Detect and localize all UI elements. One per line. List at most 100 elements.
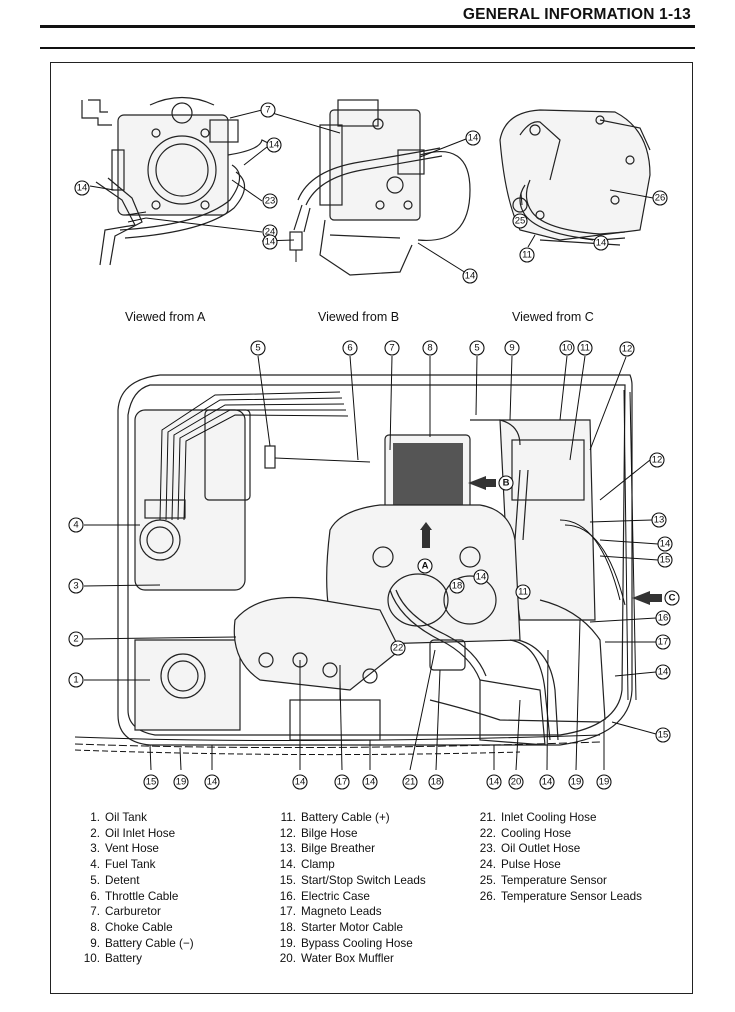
svg-text:11: 11 — [580, 343, 590, 354]
svg-text:9: 9 — [509, 343, 514, 354]
svg-text:5: 5 — [474, 343, 479, 354]
svg-text:14: 14 — [265, 237, 276, 248]
svg-text:25: 25 — [515, 216, 526, 227]
view-a-caption: Viewed from A — [125, 310, 206, 324]
page-header: GENERAL INFORMATION 1-13 — [462, 6, 691, 23]
svg-text:14: 14 — [207, 777, 218, 788]
svg-text:17: 17 — [658, 637, 669, 648]
callout-v2-14c: 14 — [462, 268, 478, 284]
svg-text:5: 5 — [255, 343, 260, 354]
callout-10: 10 — [559, 340, 575, 356]
callout-6: 6 — [342, 340, 358, 356]
svg-text:2: 2 — [73, 634, 78, 645]
legend-item: 22.Cooling Hose — [479, 826, 572, 840]
svg-text:13: 13 — [654, 515, 665, 526]
callout-v3-26: 26 — [652, 190, 668, 206]
svg-text:B: B — [503, 478, 510, 489]
svg-text:8: 8 — [427, 343, 432, 354]
view-b-caption: Viewed from B — [318, 310, 400, 324]
legend-item: 2.Oil Inlet Hose — [90, 826, 176, 840]
callout-v1-7: 7 — [260, 102, 276, 118]
callout-5a: 5 — [250, 340, 266, 356]
callout-8: 8 — [422, 340, 438, 356]
callout-l1: 1 — [68, 672, 84, 688]
svg-text:14: 14 — [542, 777, 553, 788]
legend-column-3: 21.Inlet Cooling Hose 22.Cooling Hose 23… — [476, 810, 642, 904]
callout-b19c: 19 — [596, 774, 612, 790]
svg-text:4: 4 — [73, 520, 78, 531]
callout-b19a: 19 — [173, 774, 189, 790]
svg-text:22: 22 — [393, 643, 404, 654]
callout-r12: 12 — [649, 452, 665, 468]
legend-item: 18.Starter Motor Cable — [279, 920, 403, 934]
svg-text:C: C — [669, 593, 676, 604]
callout-v2-14b: 14 — [262, 234, 278, 250]
callout-l3: 3 — [68, 578, 84, 594]
svg-text:7: 7 — [389, 343, 394, 354]
legend-item: 5.Detent — [90, 873, 140, 887]
callout-b17: 17 — [334, 774, 350, 790]
callout-v1-14b: 14 — [74, 180, 90, 196]
callout-b15: 15 — [143, 774, 159, 790]
callout-b18: 18 — [428, 774, 444, 790]
legend-item: 15.Start/Stop Switch Leads — [279, 873, 426, 887]
callout-12: 12 — [619, 341, 635, 357]
legend-column-1: 1.Oil Tank 2.Oil Inlet Hose 3.Vent Hose … — [82, 810, 194, 967]
svg-text:14: 14 — [596, 238, 607, 249]
legend-item: 11.Battery Cable (+) — [280, 811, 390, 824]
view-b-drawing — [289, 99, 471, 276]
callout-9: 9 — [504, 340, 520, 356]
svg-text:21: 21 — [405, 777, 416, 788]
callout-b14e: 14 — [539, 774, 555, 790]
legend-item: 1.Oil Tank — [90, 811, 148, 824]
legend-item: 21.Inlet Cooling Hose — [479, 811, 597, 824]
legend-item: 16.Electric Case — [279, 889, 370, 903]
svg-text:A: A — [422, 561, 429, 572]
legend-item: 12.Bilge Hose — [279, 826, 358, 840]
svg-text:14: 14 — [295, 777, 306, 788]
legend-item: 14.Clamp — [279, 858, 335, 872]
marker-b: B — [498, 475, 514, 491]
legend-item: 7.Carburetor — [90, 905, 161, 919]
callout-r15b: 15 — [655, 727, 671, 743]
callout-i14: 14 — [473, 569, 489, 585]
svg-text:14: 14 — [658, 667, 669, 678]
svg-text:3: 3 — [73, 581, 78, 592]
callout-v3-11: 11 — [519, 247, 535, 263]
svg-text:24: 24 — [265, 227, 276, 238]
header-rule — [40, 25, 695, 28]
callout-v2-14a: 14 — [465, 130, 481, 146]
callout-v3-25: 25 — [512, 213, 528, 229]
svg-text:14: 14 — [365, 777, 376, 788]
callout-l4: 4 — [68, 517, 84, 533]
leader-lines — [83, 109, 659, 771]
callout-v3-14: 14 — [593, 235, 609, 251]
svg-text:11: 11 — [518, 587, 528, 598]
callout-r15a: 15 — [657, 552, 673, 568]
svg-text:15: 15 — [658, 730, 669, 741]
svg-text:6: 6 — [347, 343, 352, 354]
callout-b14d: 14 — [486, 774, 502, 790]
svg-text:14: 14 — [465, 271, 476, 282]
callout-r17: 17 — [655, 634, 671, 650]
svg-text:19: 19 — [571, 777, 582, 788]
callout-b21: 21 — [402, 774, 418, 790]
legend-item: 23.Oil Outlet Hose — [479, 842, 581, 856]
legend-item: 4.Fuel Tank — [90, 858, 156, 872]
legend-item: 25.Temperature Sensor — [479, 873, 607, 887]
view-c-caption: Viewed from C — [512, 310, 594, 324]
callout-r14b: 14 — [655, 664, 671, 680]
legend-item: 17.Magneto Leads — [279, 905, 382, 919]
callout-i11: 11 — [515, 584, 531, 600]
svg-text:14: 14 — [660, 539, 671, 550]
svg-text:7: 7 — [265, 105, 270, 116]
svg-text:16: 16 — [658, 613, 669, 624]
callout-11: 11 — [577, 340, 593, 356]
callout-b14a: 14 — [204, 774, 220, 790]
legend-column-2: 11.Battery Cable (+) 12.Bilge Hose 13.Bi… — [276, 810, 426, 967]
callout-b14b: 14 — [292, 774, 308, 790]
legend-item: 10.Battery — [83, 952, 143, 966]
svg-text:14: 14 — [476, 572, 487, 583]
legend-item: 20.Water Box Muffler — [279, 952, 394, 966]
